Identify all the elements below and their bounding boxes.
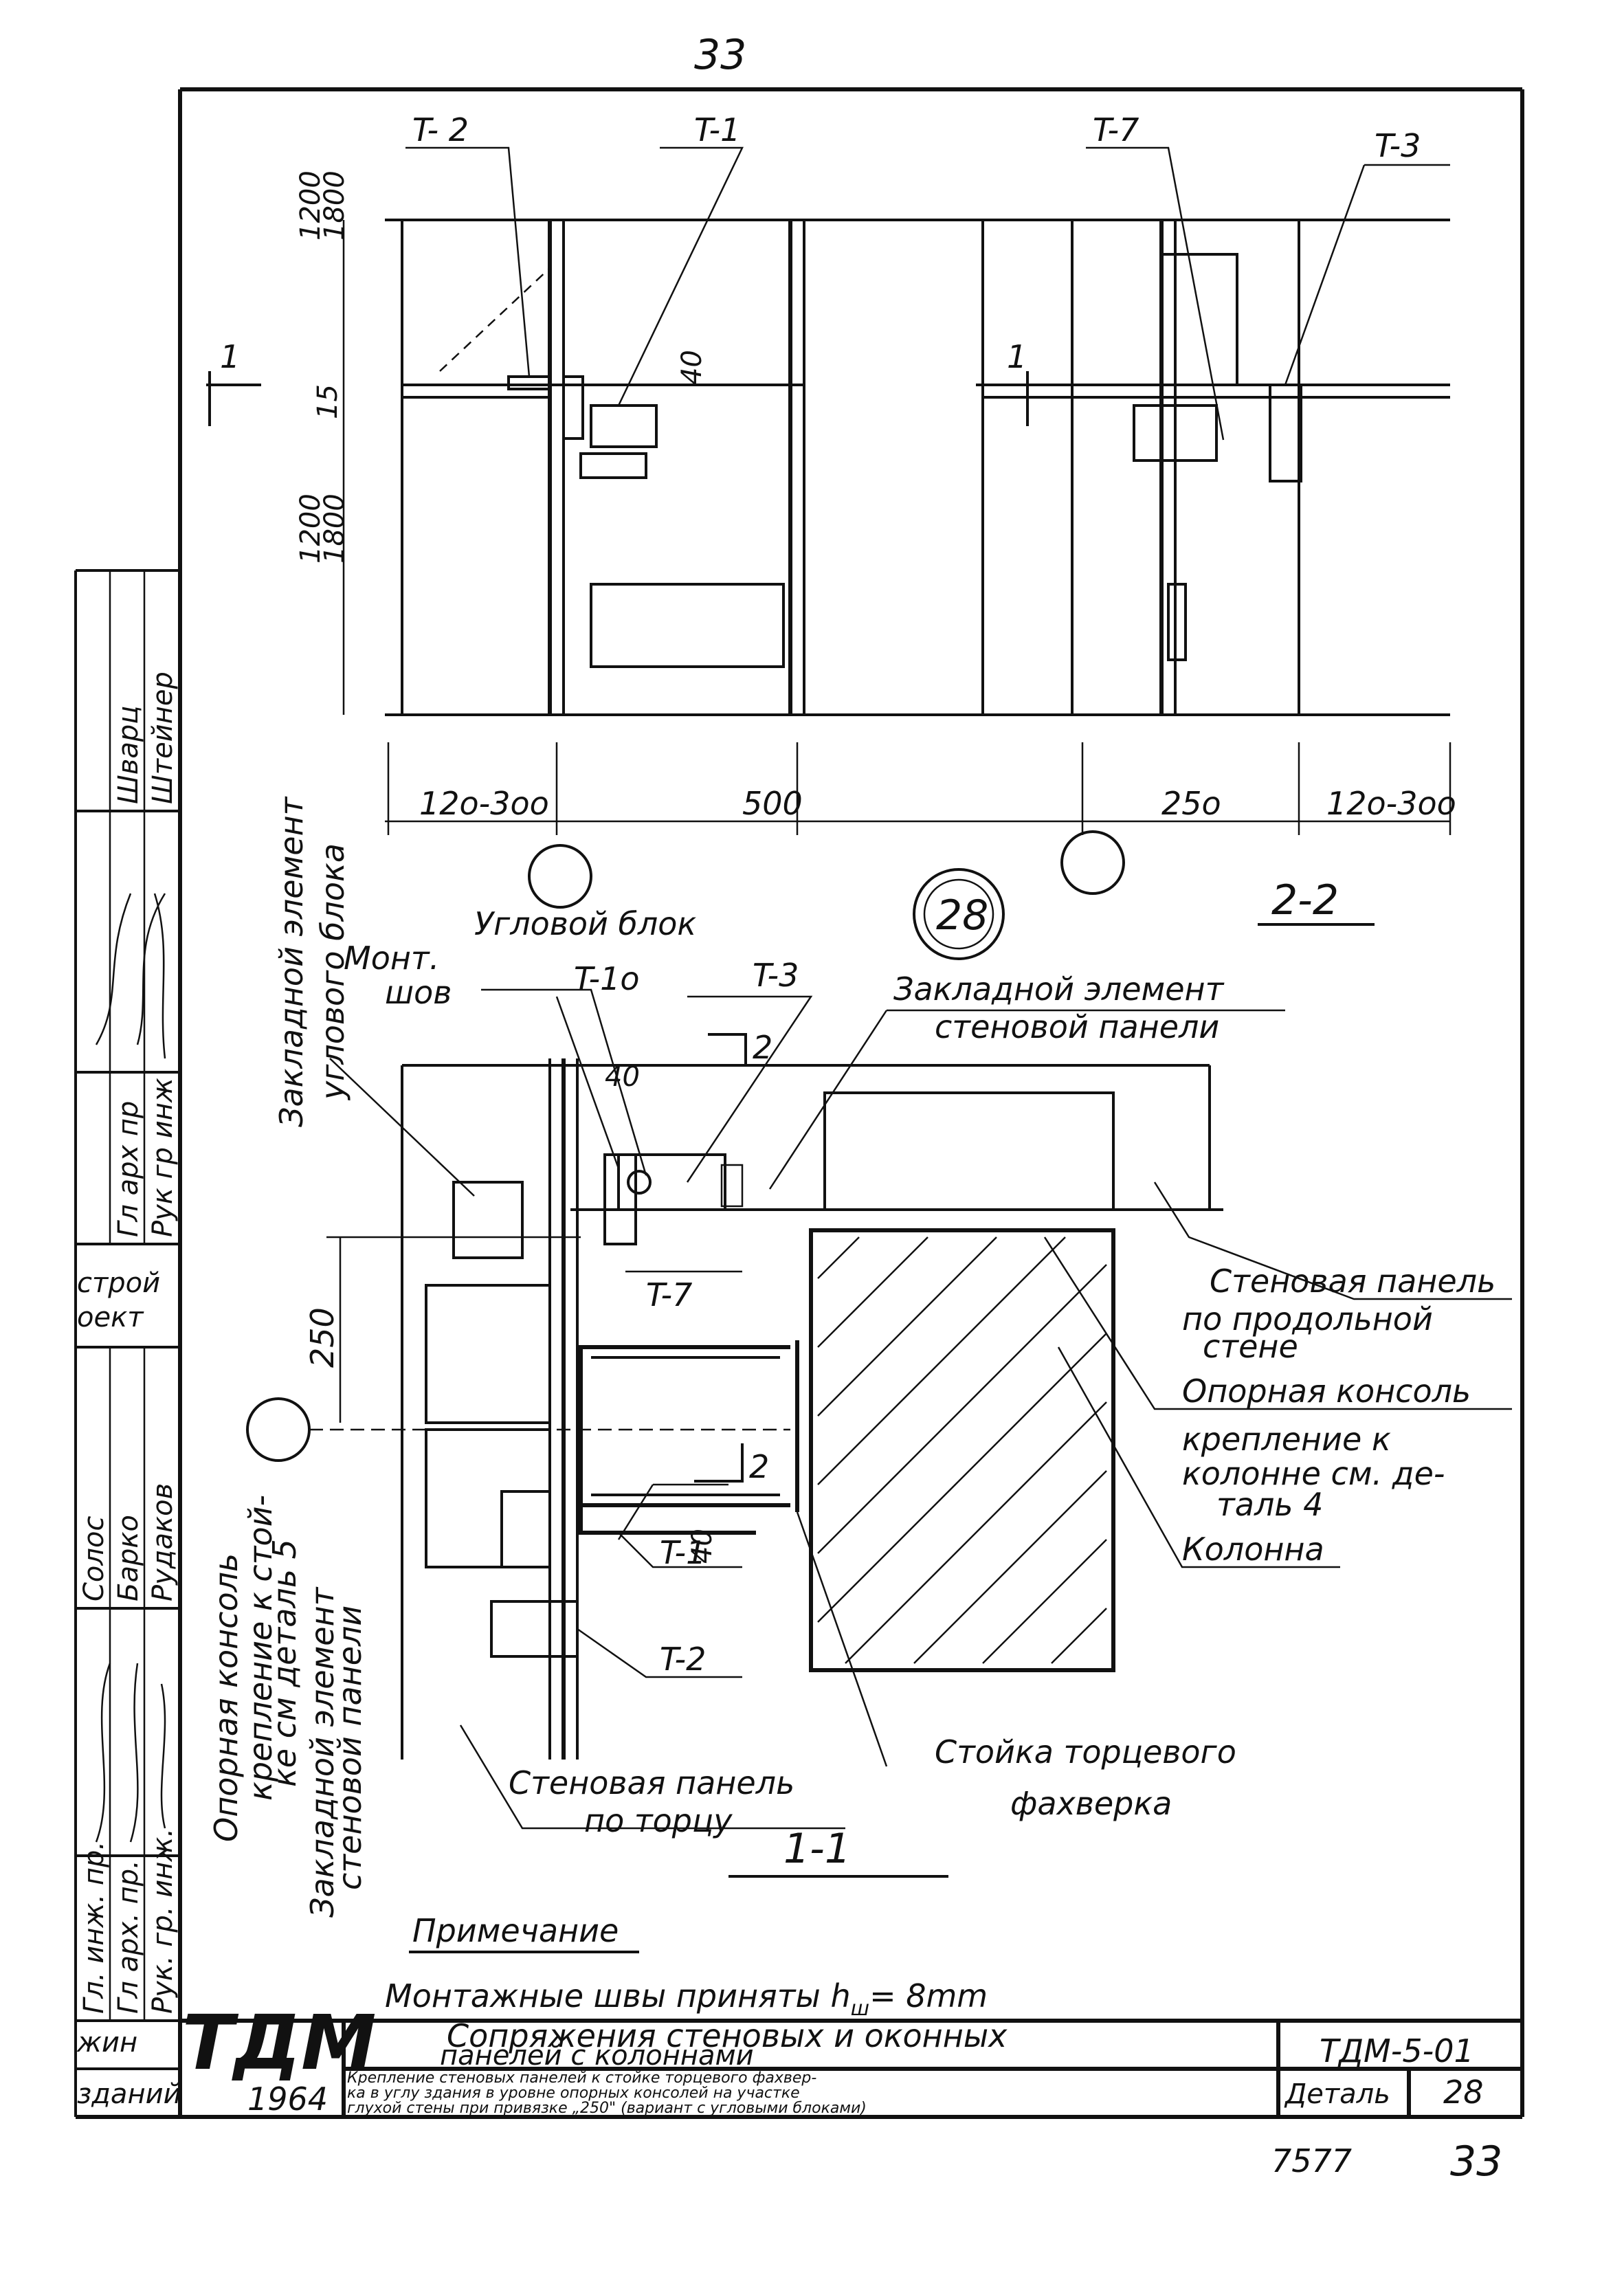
- label-wall-panel-long-3: стене: [1203, 1328, 1298, 1365]
- dim-250-top: 25o: [1161, 785, 1221, 822]
- sheet-code: 7577: [1271, 2142, 1352, 2179]
- label-t1: T-1: [660, 1534, 706, 1571]
- stamp-bottom-2: зданий: [77, 2078, 181, 2110]
- label-wall-panel-long-2: по продольной: [1182, 1300, 1433, 1338]
- label-wall-panel-end-1: Стеновая панель: [509, 1764, 794, 1801]
- label-t3: T-3: [753, 957, 799, 994]
- stamp-role-2: Рук гр инж: [147, 1078, 179, 1237]
- stamp-surname-4: Барко: [113, 1515, 144, 1601]
- detail-circle-number: 28: [936, 891, 988, 940]
- dim-40-top: 40: [676, 350, 708, 385]
- detail-label: Деталь: [1284, 2078, 1390, 2110]
- section-1-1-title: 1-1: [783, 1825, 851, 1873]
- label-corner-block: Угловой блок: [474, 905, 696, 942]
- section-2-2: T- 2 T-1 T-7 T-3 1200 1800 15 1200 1800 …: [206, 111, 1456, 926]
- note-text-end: = 8mm: [869, 1977, 988, 2015]
- page-number-top: 33: [694, 31, 746, 79]
- dim-40-b: 40: [687, 1529, 718, 1564]
- note-text-main: Монтажные швы приняты h: [385, 1977, 851, 2015]
- label-left-rotated-2: крепление к стой-: [242, 1495, 279, 1801]
- stamp-role-5: Рук. гр. инж.: [147, 1828, 179, 2014]
- dim-250: 250: [304, 1307, 341, 1368]
- title-line-1: Сопряжения стеновых и оконных: [447, 2017, 1008, 2054]
- dim-1200-b: 1200: [295, 493, 326, 564]
- stamp-role-1: Гл арх пр: [113, 1101, 144, 1237]
- label-t2: T-2: [660, 1641, 706, 1678]
- stamp-role-4: Гл арх. пр.: [113, 1860, 144, 2014]
- stamp-role-3: Гл. инж. пр.: [78, 1841, 110, 2014]
- stamp-org-2: оект: [77, 1302, 144, 1333]
- stamp-surname-1: Шварц: [113, 706, 144, 804]
- label-left-rotated-5: стеновой панели: [331, 1606, 368, 1890]
- stamp-surname-3: Солоc: [78, 1516, 110, 1601]
- signatures-bottom: [95, 1663, 166, 1843]
- label-left-rotated-1: Опорная консоль: [208, 1553, 245, 1842]
- dim-1200-a: 1200: [295, 170, 326, 241]
- stamp-surname-5: Рудаков: [147, 1483, 179, 1601]
- note-text-sub: ш: [851, 1997, 869, 2021]
- description-line-3: глухой стены при привязке „250" (вариант…: [347, 2100, 867, 2117]
- description-line-1: Крепление стеновых панелей к стойке торц…: [347, 2069, 816, 2087]
- sheet-frame: [76, 87, 1524, 2119]
- label-post-2: фахверка: [1010, 1785, 1172, 1822]
- cut-mark-1-left: 1: [220, 338, 240, 375]
- label-embedded-panel-2: стеновой панели: [935, 1008, 1219, 1045]
- note: Примечание Монтажные швы приняты hш= 8mm: [385, 1912, 988, 2021]
- label-t2-top: T- 2: [412, 111, 469, 148]
- stamp-org-1: стpой: [77, 1267, 160, 1299]
- doc-code: ТДМ-5-01: [1320, 2032, 1474, 2069]
- label-t3-top: T-3: [1375, 127, 1421, 164]
- dim-1800-a: 1800: [319, 170, 351, 241]
- label-wall-panel-end-2: по торцу: [584, 1802, 733, 1839]
- dim-120-300-left: 12o-3oo: [419, 785, 549, 822]
- label-fix-column-2: колонне см. де-: [1182, 1455, 1445, 1492]
- label-embedded-corner-1: Закладной элемент: [273, 796, 310, 1127]
- stamp-surname-2: Штейнер: [147, 672, 179, 804]
- note-text: Монтажные швы приняты hш= 8mm: [385, 1977, 988, 2021]
- section-1-1: 250 40 40 2 2 Угловой блок Монт. шов T-1…: [208, 796, 1512, 1918]
- logo: ТДМ: [182, 1999, 376, 2087]
- label-left-rotated-4: Закладной элемент: [304, 1586, 341, 1918]
- label-mount-seam-1: Монт.: [344, 940, 439, 977]
- cut-mark-2-bottom: 2: [749, 1448, 769, 1485]
- label-t7: T-7: [646, 1276, 692, 1313]
- label-t7-top: T-7: [1093, 111, 1139, 148]
- note-heading: Примечание: [412, 1912, 619, 1949]
- cut-mark-2-top: 2: [753, 1029, 772, 1066]
- year: 1964: [247, 2080, 328, 2118]
- label-support-console: Опорная консоль: [1182, 1373, 1471, 1410]
- title-block: ТДМ 1964 Сопряжения стеновых и оконных п…: [180, 1999, 1522, 2186]
- label-t10: T-1o: [574, 960, 640, 997]
- dim-120-300-right: 12o-3oo: [1326, 785, 1456, 822]
- label-embedded-corner-2: углового блока: [314, 843, 351, 1101]
- cut-mark-1-right: 1: [1007, 338, 1027, 375]
- label-t1-top: T-1: [694, 111, 740, 148]
- stamp-bottom-1: жин: [76, 2027, 137, 2058]
- description-line-2: ка в углу здания в уровне опорных консол…: [347, 2085, 800, 2102]
- section-2-2-title: 2-2: [1271, 876, 1339, 924]
- label-fix-column-1: крепление к: [1182, 1421, 1391, 1458]
- label-embedded-panel-1: Закладной элемент: [893, 970, 1225, 1008]
- label-column: Колонна: [1182, 1531, 1324, 1568]
- dim-1800-b: 1800: [319, 493, 351, 564]
- detail-circle: 28: [913, 868, 1005, 960]
- label-wall-panel-long-1: Стеновая панель: [1210, 1263, 1495, 1300]
- dim-15: 15: [312, 384, 344, 419]
- dim-500: 500: [742, 785, 803, 822]
- label-fix-column-3: таль 4: [1216, 1486, 1323, 1523]
- detail-number: 28: [1443, 2074, 1484, 2111]
- label-post-1: Стойка торцевого: [935, 1733, 1236, 1771]
- left-stamp: Шварц Штейнер Гл арх пр Рук гр инж стpой…: [74, 569, 181, 2117]
- title-line-2: панелей с колоннами: [440, 2040, 754, 2072]
- signatures-top: [95, 893, 166, 1059]
- dim-40-a: 40: [605, 1061, 640, 1093]
- label-left-rotated-3: ке см деталь 5: [266, 1539, 303, 1787]
- sheet-number: 33: [1450, 2138, 1502, 2186]
- label-mount-seam-2: шов: [385, 974, 452, 1011]
